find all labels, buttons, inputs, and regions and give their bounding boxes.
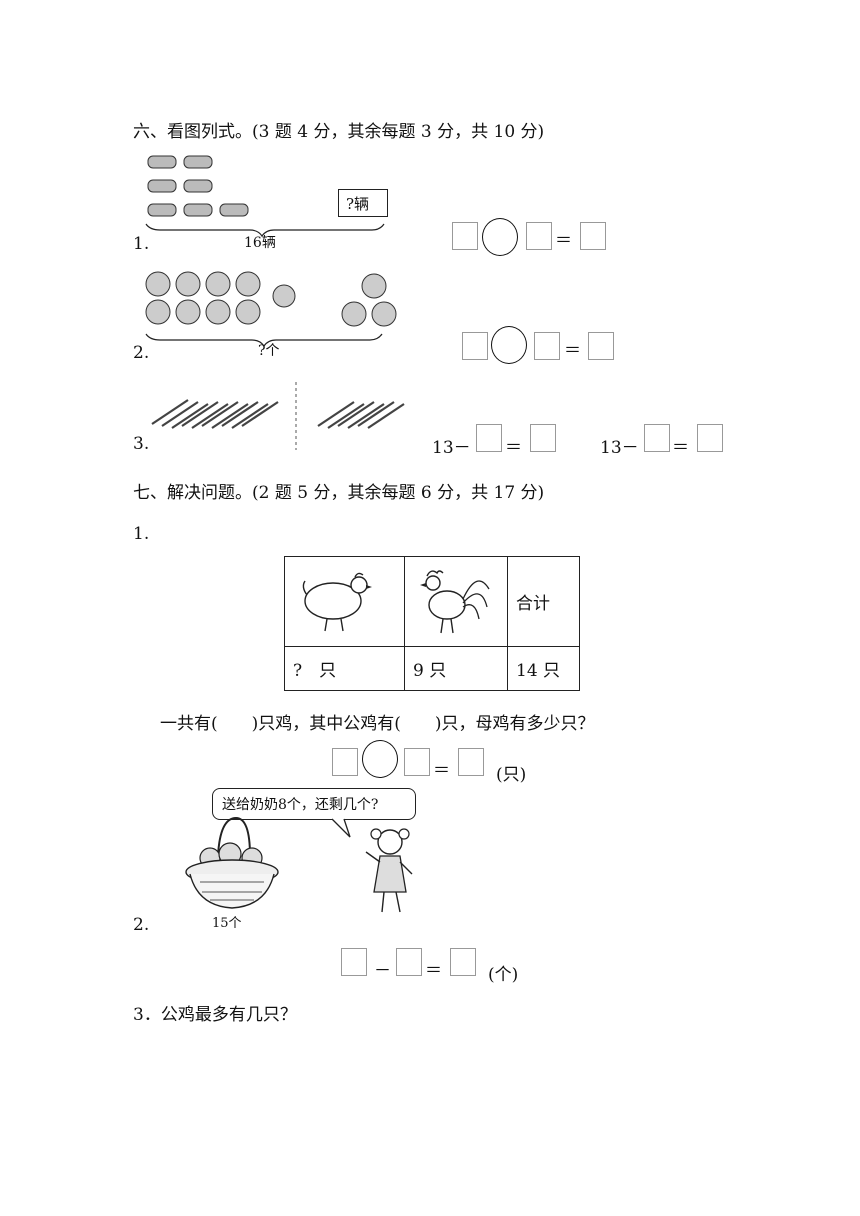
hen-icon — [302, 572, 372, 632]
answer-box[interactable] — [644, 424, 670, 452]
apples-picture — [145, 271, 397, 348]
question-text: 一共有( )只鸡，其中公鸡有( )只，母鸡有多少只？ — [160, 714, 595, 734]
answer-box[interactable] — [450, 948, 476, 976]
basket-icon — [185, 816, 279, 909]
equals-sign: ＝ — [433, 761, 450, 781]
basket-label: 15个 — [212, 916, 242, 931]
operator-circle[interactable] — [482, 218, 518, 256]
rooster-count: 9 只 — [404, 646, 508, 691]
question-number: 2. — [133, 915, 150, 935]
operator-circle[interactable] — [491, 326, 527, 364]
answer-box[interactable] — [588, 332, 614, 360]
table-header-total: 合计 — [507, 556, 580, 647]
equals-sign: ＝ — [505, 438, 522, 458]
rooster-cell — [404, 556, 508, 647]
answer-box[interactable] — [697, 424, 723, 452]
answer-box[interactable] — [404, 748, 430, 776]
chicken-table: 合计 ? 只 9 只 14 只 — [284, 556, 580, 691]
total-apples-label: ?个 — [258, 343, 280, 359]
hen-cell — [284, 556, 405, 647]
equals-sign: ＝ — [564, 341, 581, 361]
answer-box[interactable] — [396, 948, 422, 976]
minus-sign: － — [374, 961, 391, 981]
total-cars-label: 16辆 — [244, 235, 276, 251]
operator-circle[interactable] — [362, 740, 398, 778]
unknown-cars-box — [338, 189, 388, 217]
question-number: 1. — [133, 234, 150, 254]
bubble-tail — [331, 818, 351, 838]
answer-box[interactable] — [332, 748, 358, 776]
equals-sign: ＝ — [672, 438, 689, 458]
unknown-cars-label: ?辆 — [346, 195, 370, 213]
pencils-picture — [151, 382, 405, 450]
question-number: 3. — [133, 434, 150, 454]
answer-box[interactable] — [341, 948, 367, 976]
question-number: 2. — [133, 343, 150, 363]
rooster-icon — [420, 570, 490, 634]
answer-box[interactable] — [458, 748, 484, 776]
speech-text: 送给奶奶8个，还剩几个? — [222, 797, 379, 813]
equals-sign: ＝ — [425, 961, 442, 981]
cars-picture — [145, 155, 385, 238]
hen-count: ? 只 — [284, 646, 405, 691]
answer-box[interactable] — [462, 332, 488, 360]
total-count: 14 只 — [507, 646, 580, 691]
answer-box[interactable] — [476, 424, 502, 452]
answer-box[interactable] — [452, 222, 478, 250]
section-7-heading: 七、解决问题。(2 题 5 分，其余每题 6 分，共 17 分) — [133, 483, 545, 503]
unit-label: (个) — [488, 965, 519, 985]
answer-box[interactable] — [580, 222, 606, 250]
girl-icon — [365, 828, 413, 913]
equation-prefix: 13－ — [600, 438, 639, 458]
answer-box[interactable] — [526, 222, 552, 250]
equation-prefix: 13－ — [432, 438, 471, 458]
question-number: 1. — [133, 524, 150, 544]
speech-bubble — [212, 788, 416, 820]
answer-box[interactable] — [530, 424, 556, 452]
answer-box[interactable] — [534, 332, 560, 360]
unit-label: (只) — [496, 765, 527, 785]
section-6-heading: 六、看图列式。(3 题 4 分，其余每题 3 分，共 10 分) — [133, 122, 545, 142]
equals-sign: ＝ — [555, 231, 572, 251]
question-3-text: 3．公鸡最多有几只？ — [133, 1005, 297, 1025]
